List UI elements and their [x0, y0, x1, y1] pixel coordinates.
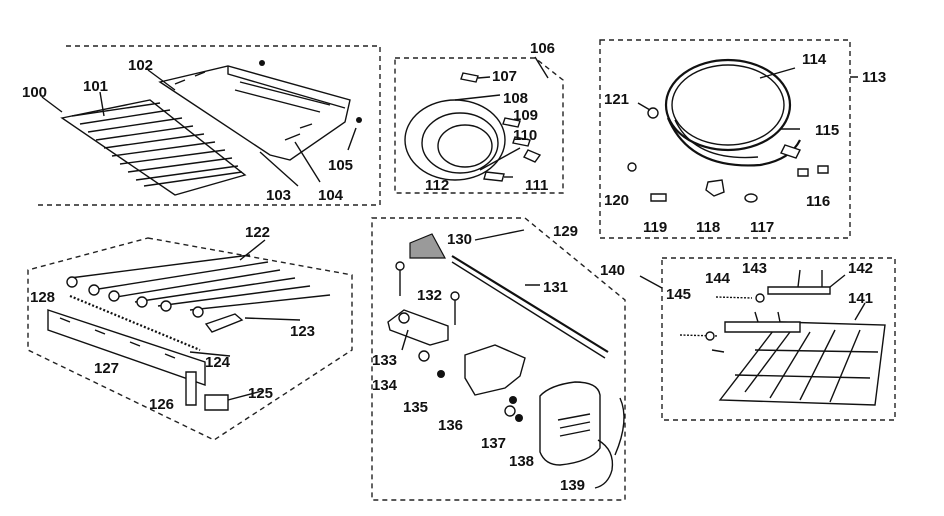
- label-143: 143: [742, 260, 767, 277]
- label-121: 121: [604, 91, 629, 108]
- assembly-129-motor: 130 129 131 132 133 134 135 136 137 138 …: [371, 217, 626, 501]
- label-105: 105: [328, 157, 353, 174]
- label-106: 106: [530, 40, 555, 57]
- label-120: 120: [604, 192, 629, 209]
- group-113-boundary: [599, 39, 851, 239]
- part-131-rod: [451, 255, 609, 353]
- label-119: 119: [643, 219, 667, 236]
- label-125: 125: [248, 385, 273, 402]
- assembly-122-rods: 122 128 123 124 127 125 126: [27, 224, 353, 441]
- part-136-bracket: [464, 344, 526, 396]
- part-141-frame: [718, 321, 886, 406]
- label-115: 115: [815, 122, 839, 139]
- part-128-spring: [69, 294, 201, 352]
- label-109: 109: [513, 107, 538, 124]
- label-126: 126: [149, 396, 174, 413]
- label-110: 110: [513, 127, 537, 144]
- label-135: 135: [403, 399, 428, 416]
- label-116: 116: [806, 193, 830, 210]
- label-141: 141: [848, 290, 873, 307]
- part-139-housing: [539, 381, 601, 466]
- label-129: 129: [553, 223, 578, 240]
- label-123: 123: [290, 323, 315, 340]
- label-144: 144: [705, 270, 731, 287]
- label-100: 100: [22, 84, 47, 101]
- group-122-boundary: [27, 237, 353, 441]
- part-102-plate: [158, 60, 351, 161]
- label-134: 134: [372, 377, 398, 394]
- label-133: 133: [372, 352, 397, 369]
- label-117: 117: [750, 219, 774, 236]
- label-137: 137: [481, 435, 506, 452]
- group-129-boundary: [371, 217, 626, 501]
- label-142: 142: [848, 260, 873, 277]
- label-140: 140: [600, 262, 625, 279]
- label-127: 127: [94, 360, 119, 377]
- label-101: 101: [83, 78, 108, 95]
- label-103: 103: [266, 187, 291, 204]
- label-102: 102: [128, 57, 153, 74]
- label-112: 112: [425, 177, 449, 194]
- group-106-boundary: [394, 57, 564, 194]
- label-122: 122: [245, 224, 270, 241]
- label-128: 128: [30, 289, 55, 306]
- label-107: 107: [492, 68, 517, 85]
- assembly-106-wiring: 106 107 108 109 110 111 112: [394, 40, 564, 194]
- group-100-boundary: [36, 45, 381, 206]
- part-105-nut: [356, 117, 362, 123]
- label-118: 118: [696, 219, 720, 236]
- label-124: 124: [205, 354, 231, 371]
- label-136: 136: [438, 417, 463, 434]
- label-113: 113: [862, 69, 886, 86]
- label-130: 130: [447, 231, 472, 248]
- label-114: 114: [802, 51, 827, 68]
- part-101-slotted-panel: [60, 99, 247, 196]
- assembly-140-base: 140 143 142 144 145 141: [600, 257, 896, 421]
- label-139: 139: [560, 477, 585, 494]
- label-111: 111: [525, 177, 548, 194]
- label-104: 104: [318, 187, 344, 204]
- assembly-113-gaskets: 121 114 113 115 120 119 118 117 116: [599, 39, 886, 239]
- label-108: 108: [503, 90, 528, 107]
- group-140-boundary: [661, 257, 896, 421]
- label-131: 131: [543, 279, 568, 296]
- label-132: 132: [417, 287, 442, 304]
- assembly-100-tray: 100 101 102 103 104 105: [22, 45, 381, 206]
- label-138: 138: [509, 453, 534, 470]
- part-130-wedge: [409, 233, 447, 259]
- label-145: 145: [666, 286, 691, 303]
